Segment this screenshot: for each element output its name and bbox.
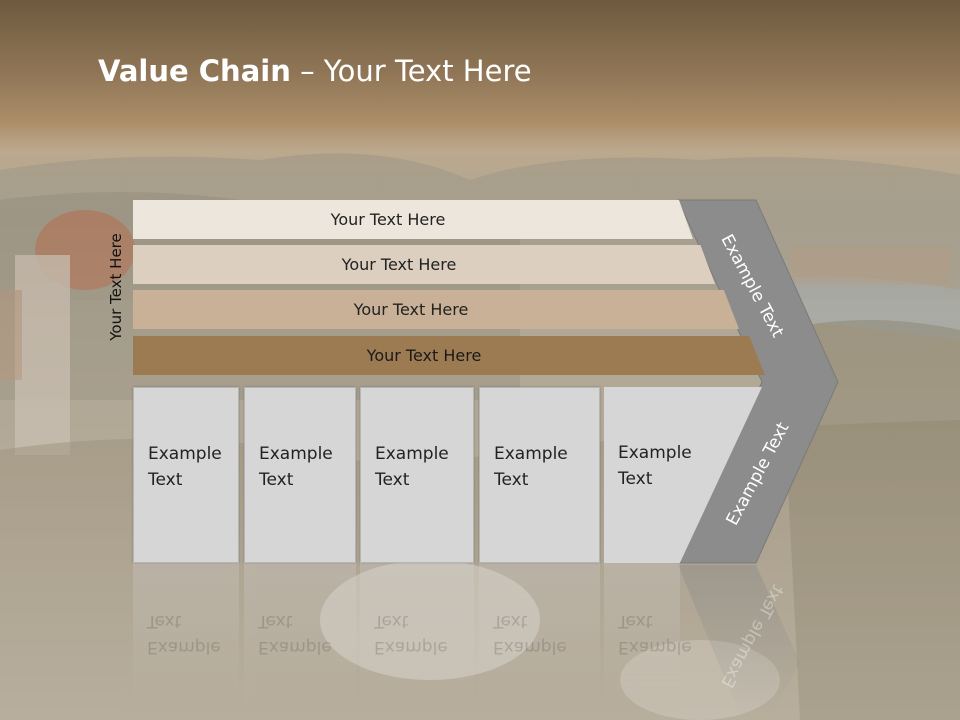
chevron-reflection (678, 565, 800, 715)
support-bar-4: Your Text Here (133, 336, 765, 375)
support-bar-2: Your Text Here (133, 245, 715, 284)
support-bar-1: Your Text Here (133, 200, 693, 239)
chevron-shape (677, 199, 839, 564)
side-axis-label: Your Text Here (107, 233, 125, 341)
slide-title: Value Chain – Your Text Here (98, 54, 532, 88)
support-bar-3: Your Text Here (133, 290, 739, 329)
